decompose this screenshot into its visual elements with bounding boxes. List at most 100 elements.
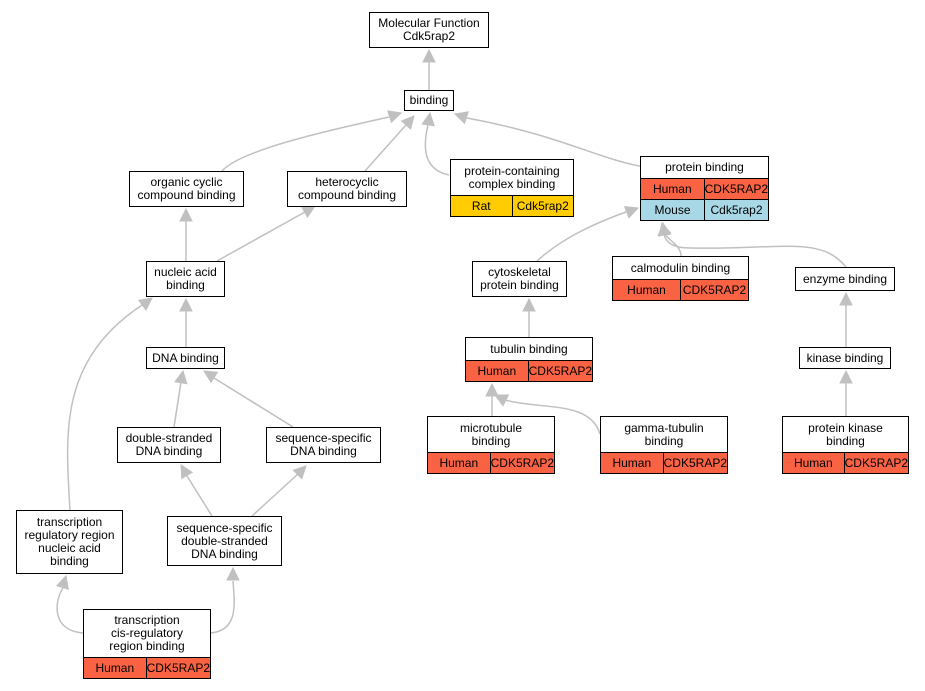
gene-cell: CDK5RAP2	[489, 453, 554, 473]
edge-line	[186, 475, 213, 517]
gene-cell: CDK5RAP2	[843, 453, 908, 473]
go-term-label: binding	[409, 93, 449, 107]
go-term-node-binding[interactable]: binding	[404, 90, 454, 111]
edge-line	[173, 381, 182, 428]
edge-line	[213, 377, 294, 428]
edge-arrowhead	[179, 297, 193, 312]
edge-arrowhead	[494, 394, 510, 407]
go-term-label: tubulin binding	[490, 341, 568, 356]
go-term-node-seqspec[interactable]: sequence-specific DNA binding	[266, 427, 381, 463]
edge-arrowhead	[179, 207, 193, 222]
go-term-label: enzyme binding	[802, 271, 888, 286]
edge-tubulin-to-cytoskel	[522, 297, 536, 337]
go-term-node-mf[interactable]: Molecular Function Cdk5rap2	[369, 12, 489, 48]
edge-arrowhead	[300, 205, 316, 219]
edge-arrowhead	[180, 464, 194, 480]
gene-cell: CDK5RAP2	[145, 658, 210, 678]
go-term-node-kinase[interactable]: kinase binding	[799, 347, 891, 369]
gene-cell: CDK5RAP2	[703, 179, 768, 199]
go-term-label: cytoskeletal protein binding	[480, 265, 559, 292]
edge-line	[664, 233, 682, 257]
edge-kinase-to-enzyme	[839, 291, 853, 347]
species-cell: Human	[84, 658, 146, 678]
edge-arrowhead	[422, 48, 436, 63]
species-cell: Human	[428, 453, 490, 473]
go-term-label: gamma-tubulin binding	[624, 420, 704, 448]
go-term-label: nucleic acid binding	[154, 265, 217, 292]
edge-arrowhead	[292, 465, 307, 480]
go-term-node-trcis[interactable]: transcription cis-regulatory region bind…	[83, 609, 211, 679]
edge-arrowhead	[839, 291, 853, 306]
edge-pcc-to-binding	[421, 111, 450, 176]
go-term-label: sequence-specific DNA binding	[275, 431, 372, 458]
edge-trcis-to-trreg	[55, 574, 84, 634]
edge-binding-to-mf	[422, 48, 436, 90]
species-cell: Human	[601, 453, 663, 473]
go-term-label: sequence-specific double-stranded DNA bi…	[176, 520, 273, 561]
go-term-node-hetero[interactable]: heterocyclic compound binding	[287, 171, 407, 207]
edge-dsdna-to-dna	[173, 369, 188, 428]
edge-nucleic-to-hetero	[216, 205, 316, 262]
edge-arrowhead	[657, 221, 672, 237]
edge-seqspec-to-dna	[203, 370, 294, 428]
edge-hetero-to-binding	[364, 115, 415, 172]
edge-line	[424, 124, 450, 176]
edge-line	[251, 473, 299, 517]
edge-line	[66, 304, 143, 511]
gene-cell: CDK5RAP2	[662, 453, 727, 473]
edge-line	[221, 116, 390, 172]
go-term-label: heterocyclic compound binding	[297, 175, 397, 202]
species-cell: Rat	[451, 196, 512, 216]
species-cell: Human	[641, 179, 704, 199]
go-term-label: double-stranded DNA binding	[125, 431, 213, 458]
go-term-label: transcription regulatory region nucleic …	[24, 515, 115, 568]
go-term-node-dsdna[interactable]: double-stranded DNA binding	[117, 427, 221, 463]
edge-arrowhead	[387, 110, 403, 124]
edge-pkinase-to-kinase	[839, 369, 853, 416]
edge-arrowhead	[400, 115, 415, 130]
go-term-node-cytoskel[interactable]: cytoskeletal protein binding	[472, 261, 567, 297]
go-term-node-dna[interactable]: DNA binding	[146, 347, 225, 369]
go-term-node-ssds[interactable]: sequence-specific double-stranded DNA bi…	[167, 516, 282, 566]
go-term-node-organic[interactable]: organic cyclic compound binding	[129, 171, 244, 207]
edge-line	[364, 124, 407, 172]
edge-line	[504, 399, 601, 435]
species-cell: Human	[783, 453, 844, 473]
species-cell: Human	[466, 361, 528, 381]
edge-microtub-to-tubulin	[485, 382, 499, 416]
go-term-label: transcription cis-regulatory region bind…	[109, 613, 185, 653]
edge-arrowhead	[174, 369, 188, 385]
go-term-node-trreg[interactable]: transcription regulatory region nucleic …	[16, 510, 123, 574]
go-term-label: protein kinase binding	[808, 420, 883, 448]
go-term-label: calmodulin binding	[630, 260, 731, 275]
edge-arrowhead	[203, 370, 219, 384]
go-term-node-nucleic[interactable]: nucleic acid binding	[146, 261, 225, 297]
edge-line	[216, 211, 306, 262]
species-cell: Mouse	[641, 200, 704, 220]
edge-organic-to-binding	[221, 110, 403, 172]
gene-cell: Cdk5rap2	[511, 196, 573, 216]
edge-trreg-to-nucleic	[66, 297, 153, 511]
go-term-node-enzyme[interactable]: enzyme binding	[795, 267, 895, 291]
edge-ssds-to-dsdna	[180, 464, 213, 517]
edge-nucleic-to-organic	[179, 207, 193, 261]
edge-arrowhead	[137, 297, 153, 311]
edge-arrowhead	[453, 111, 469, 125]
